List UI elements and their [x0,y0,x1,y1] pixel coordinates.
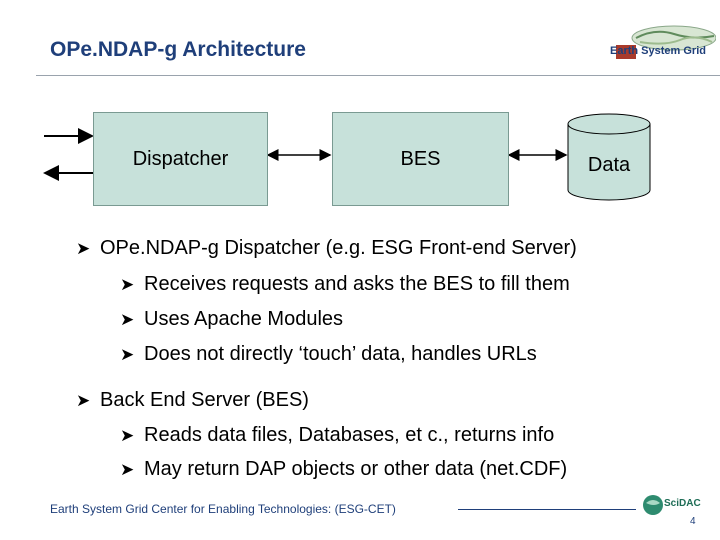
bullet-text: OPe.NDAP-g Dispatcher (e.g. ESG Front-en… [100,237,577,259]
sub-bullet-text: Uses Apache Modules [144,308,344,330]
arrow-bullet-icon: ➤ [120,345,135,364]
sub-bullet-text: Does not directly ‘touch’ data, handles … [144,343,537,365]
sub-bullet-text: May return DAP objects or other data (ne… [144,458,568,480]
scidac-globe-icon [643,495,663,515]
arrow-bullet-icon: ➤ [76,239,91,258]
sub-bullet: ➤ Reads data files, Databases, et c., ret… [120,424,554,447]
bes-box: BES [332,112,509,206]
arrow-bullet-icon: ➤ [120,426,135,445]
arrow-bullet-icon: ➤ [120,310,135,329]
arrow-bullet-icon: ➤ [76,391,91,410]
footer-text: Earth System Grid Center for Enabling Te… [50,502,396,516]
data-label: Data [587,154,631,176]
bullet-bes: ➤ Back End Server (BES) [76,389,309,412]
footer-divider [458,509,636,510]
dispatcher-label: Dispatcher [132,148,229,170]
earth-system-grid-logo: Earth System Grid [610,24,717,68]
slide-title: OPe.NDAP-g Architecture [50,38,306,61]
sub-bullet-text: Reads data files, Databases, et c., retu… [144,424,555,446]
bullet-dispatcher: ➤ OPe.NDAP-g Dispatcher (e.g. ESG Front-e… [76,237,577,260]
logo-label: Earth System Grid [610,45,706,57]
sub-bullet-text: Receives requests and asks the BES to fi… [144,273,570,295]
data-cylinder [567,113,651,201]
sub-bullet: ➤ May return DAP objects or other data (n… [120,458,567,481]
scidac-logo: SciDAC [642,492,712,522]
sub-bullet: ➤ Uses Apache Modules [120,308,343,331]
bullet-text: Back End Server (BES) [100,389,309,411]
title-divider [36,75,720,76]
arrow-bullet-icon: ➤ [120,275,135,294]
arrow-bullet-icon: ➤ [120,460,135,479]
page-number: 4 [690,516,696,527]
scidac-label: SciDAC [664,498,701,509]
sub-bullet: ➤ Receives requests and asks the BES to f… [120,273,570,296]
sub-bullet: ➤ Does not directly ‘touch’ data, handles… [120,343,537,366]
dispatcher-box: Dispatcher [93,112,268,206]
globe-icon [616,25,717,59]
bes-label: BES [400,148,441,170]
